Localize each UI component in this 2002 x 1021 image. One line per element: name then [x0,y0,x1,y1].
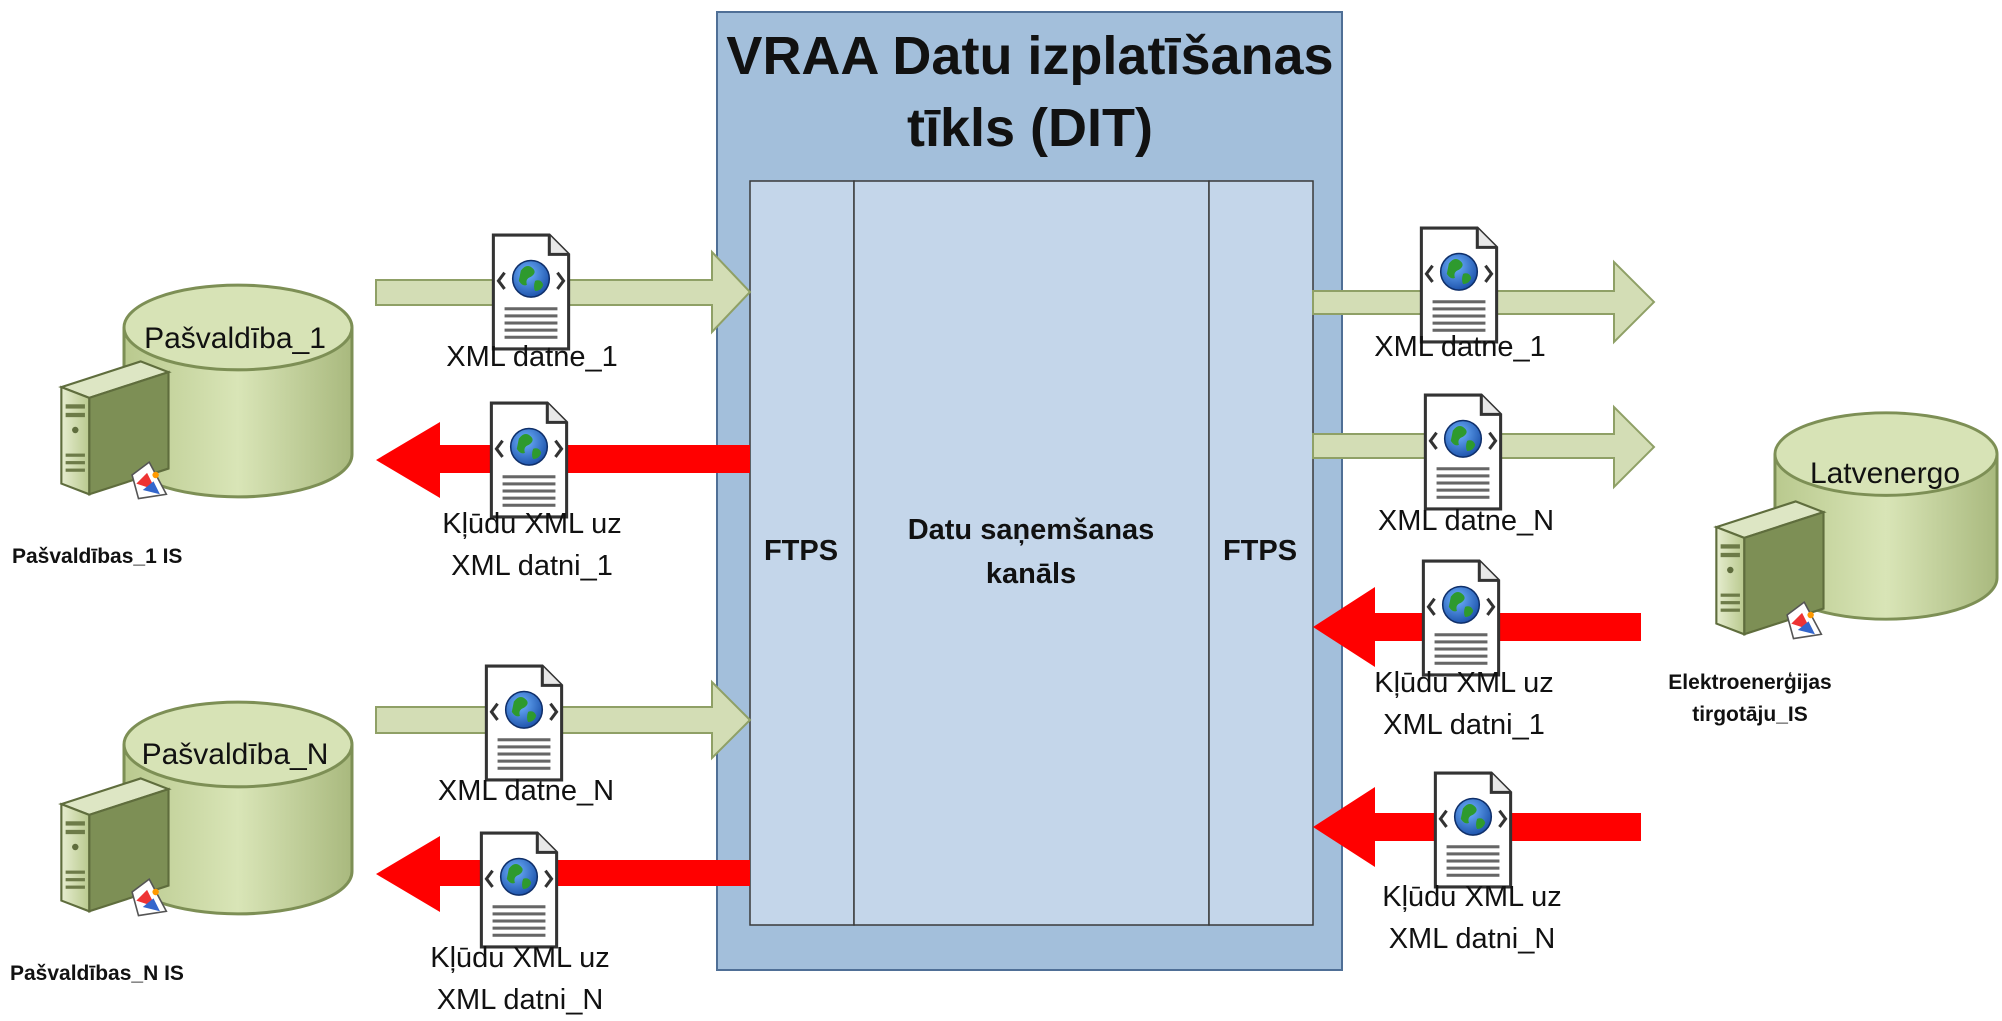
error-arrow-left-n [376,836,750,912]
error-label-right-1: Kļūdu XML uz XML datni_1 [1334,662,1594,746]
server-icon [60,360,170,500]
error-label-line-1: Kļūdu XML uz [1374,667,1554,699]
file-label-right-n: XML datne_N [1377,505,1555,537]
channel-line-2: kanāls [985,558,1077,590]
db-name-right: Latvenergo [1809,457,1961,490]
title-line-1: VRAA Datu izplatīšanas [726,26,1334,86]
error-label-line-2: XML datni_1 [451,550,613,582]
xml-document-icon [1419,226,1499,344]
ftps-right-label: FTPS [1222,535,1298,567]
channel-line-1: Datu saņemšanas [907,514,1155,546]
system-label-line-1: Elektroenerģijas [1668,671,1832,694]
system-label-line-2: tirgotāju_IS [1692,703,1808,726]
xml-document-icon [479,831,559,949]
server-icon [1715,500,1825,640]
error-label-left-n: Kļūdu XML uz XML datni_N [390,937,650,1021]
error-label-line-1: Kļūdu XML uz [1382,881,1562,913]
ftps-right-box [1208,180,1314,926]
file-label-left-n: XML datne_N [437,775,615,807]
channel-label: Datu saņemšanas kanāls [856,508,1206,596]
db-name-left-1: Pašvaldība_1 [144,322,326,355]
xml-document-icon [1421,559,1501,677]
error-label-line-1: Kļūdu XML uz [442,508,622,540]
error-label-line-2: XML datni_1 [1383,709,1545,741]
title-line-2: tīkls (DIT) [906,98,1153,158]
error-label-left-1: Kļūdu XML uz XML datni_1 [402,503,662,587]
xml-document-icon [491,233,571,351]
error-label-line-2: XML datni_N [1388,923,1556,955]
xml-document-icon [489,401,569,519]
error-label-right-n: Kļūdu XML uz XML datni_N [1342,876,1602,960]
system-label-left-1: Pašvaldības_1 IS [12,545,183,568]
xml-document-icon [484,664,564,782]
system-label-right: Elektroenerģijas tirgotāju_IS [1630,667,1870,731]
system-label-left-n: Pašvaldības_N IS [10,962,184,985]
xml-document-icon [1433,771,1513,889]
file-label-left-1: XML datne_1 [446,341,618,373]
diagram-title: VRAA Datu izplatīšanas tīkls (DIT) [705,20,1355,164]
file-label-right-1: XML datne_1 [1374,331,1546,363]
ftps-left-box [749,180,855,926]
ftps-left-label: FTPS [763,535,839,567]
db-name-left-n: Pašvaldība_N [141,738,329,771]
xml-document-icon [1423,393,1503,511]
server-icon [60,777,170,917]
error-label-line-1: Kļūdu XML uz [430,942,610,974]
channel-box [853,180,1210,926]
error-label-line-2: XML datni_N [436,984,604,1016]
